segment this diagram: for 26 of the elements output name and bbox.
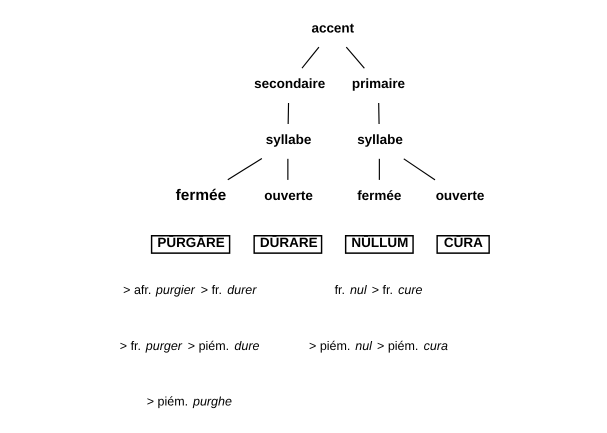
connector [287, 102, 289, 124]
connector [226, 158, 262, 180]
node-box: PŪRGĀRE [150, 235, 230, 254]
node-text: fermée [175, 186, 226, 204]
label: > afr. purgier > fr. durer [122, 282, 256, 297]
label: > fr. purger > piém. dure [119, 338, 259, 353]
node-text: ouverte [264, 188, 312, 203]
node-box: CŪRA [436, 235, 490, 254]
node-text: secondaire [254, 76, 325, 92]
label: > piém. nul > piém. cura [308, 338, 448, 353]
node-text: fermée [356, 188, 401, 203]
connector [345, 46, 364, 69]
connector [301, 46, 319, 69]
node-text: primaire [351, 76, 405, 92]
connector [286, 158, 288, 180]
node-text: syllabe [356, 132, 402, 147]
node-text: ouverte [435, 188, 484, 203]
label: fr. nul > fr. cure [334, 282, 422, 297]
connector [378, 158, 380, 180]
node-box: DŪRARE [252, 235, 322, 254]
node-box: NŪLLUM [344, 235, 414, 254]
label: > piém. purghe [146, 394, 232, 409]
node-text: syllabe [265, 132, 311, 147]
node-text: accent [310, 20, 354, 36]
connector [378, 102, 380, 124]
connector [402, 158, 435, 180]
